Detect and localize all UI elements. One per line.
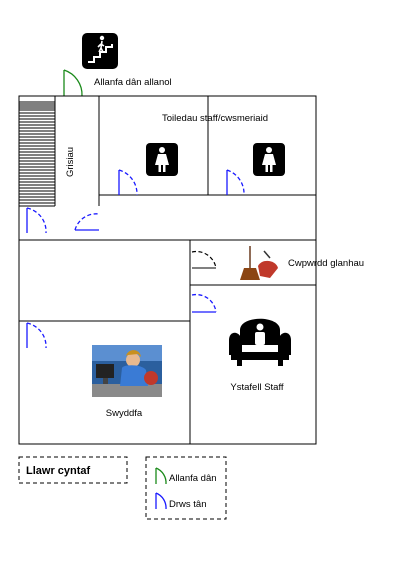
floor-label-box — [18, 456, 128, 484]
emergency-exit-label: Allanfa dân allanol — [94, 77, 172, 88]
building-outline — [18, 95, 317, 445]
staff-room-label: Ystafell Staff — [230, 382, 284, 393]
legend-fire-door-icon — [155, 492, 167, 510]
exit-stairs-icon — [82, 33, 118, 69]
female-toilet-icon — [146, 143, 178, 176]
legend-exit-label: Allanfa dân — [169, 473, 217, 484]
legend-exit-icon — [155, 467, 167, 485]
female-toilet-icon — [253, 143, 285, 176]
armchair-icon — [229, 318, 291, 366]
toilets-label: Toiledau staff/cwsmeriaid — [162, 113, 268, 124]
stairs — [19, 96, 56, 206]
fire-door-toilet-2 — [226, 169, 245, 196]
fire-door-staff-room — [191, 293, 217, 313]
office-worker-image — [92, 345, 162, 397]
legend: Allanfa dân Drws tân — [145, 456, 227, 520]
cleaning-brush-icon — [240, 246, 278, 280]
fire-door-office — [26, 322, 47, 349]
cupboard-door — [191, 250, 217, 269]
exterior-exit-door — [63, 69, 83, 97]
fire-door-stairs — [26, 207, 47, 234]
fire-door-corridor — [74, 213, 100, 231]
office-label: Swyddfa — [106, 408, 143, 419]
cleaning-cupboard-label: Cwpwrdd glanhau — [288, 258, 364, 269]
fire-door-toilet-1 — [118, 169, 138, 196]
interior-walls — [19, 96, 316, 444]
stairs-label: Grisiau — [65, 147, 76, 177]
floor-label: Llawr cyntaf — [26, 465, 91, 477]
legend-fire-door-label: Drws tân — [169, 499, 206, 510]
